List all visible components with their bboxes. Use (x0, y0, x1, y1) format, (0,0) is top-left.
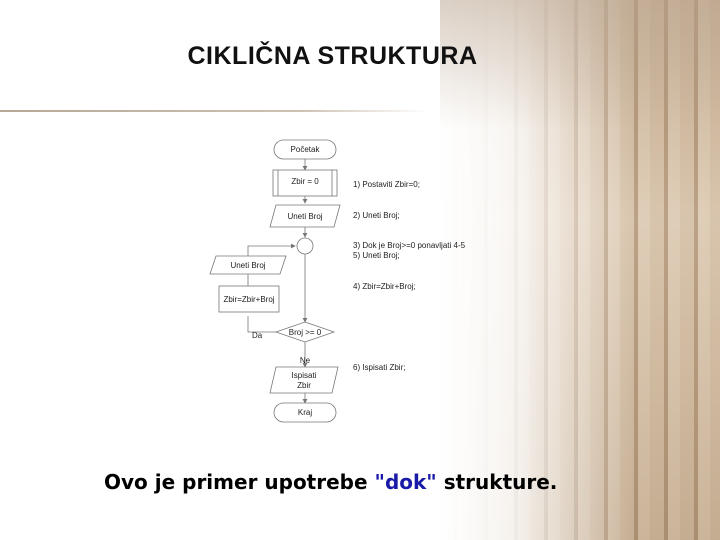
step-5-text: 5) Uneti Broj; (353, 251, 400, 260)
sum-process (218, 285, 280, 313)
caption-keyword: "dok" (374, 470, 437, 494)
start-label: Početak (291, 145, 321, 154)
slide-title: CIKLIČNA STRUKTURA (187, 42, 478, 70)
title-divider (0, 110, 430, 112)
connector-loop-back (247, 243, 296, 256)
init-process (272, 169, 338, 197)
decision-diamond (274, 321, 336, 343)
end-label: Kraj (298, 408, 312, 417)
yes-label: Da (252, 331, 263, 340)
connector-yes-branch (247, 316, 276, 333)
output-label-line2: Zbir (297, 381, 311, 390)
input-label: Uneti Broj (287, 212, 322, 221)
background-building-image (440, 0, 720, 540)
step-3-text: 3) Dok je Broj>=0 ponavljati 4-5 (353, 241, 466, 250)
no-label: Ne (300, 356, 311, 365)
loop-input-parallelogram (209, 255, 287, 275)
output-label-line1: Ispisati (292, 371, 317, 380)
decision-label: Broj >= 0 (289, 328, 322, 337)
output-parallelogram (269, 366, 339, 394)
step-1-text: 1) Postaviti Zbir=0; (353, 180, 420, 189)
connector-circle (296, 237, 314, 255)
init-label: Zbir = 0 (291, 177, 319, 186)
step-6-text: 6) Ispisati Zbir; (353, 363, 405, 372)
loop-input-label: Uneti Broj (230, 261, 265, 270)
slide-caption: Ovo je primer upotrebe "dok" strukture. (104, 470, 557, 494)
caption-suffix: strukture. (436, 470, 558, 494)
caption-prefix: Ovo je primer upotrebe (104, 470, 375, 494)
sum-label: Zbir=Zbir+Broj (223, 295, 274, 304)
end-terminal (273, 402, 337, 423)
input-parallelogram (269, 204, 341, 228)
step-4-text: 4) Zbir=Zbir+Broj; (353, 282, 416, 291)
step-2-text: 2) Uneti Broj; (353, 211, 400, 220)
start-terminal (273, 139, 337, 160)
